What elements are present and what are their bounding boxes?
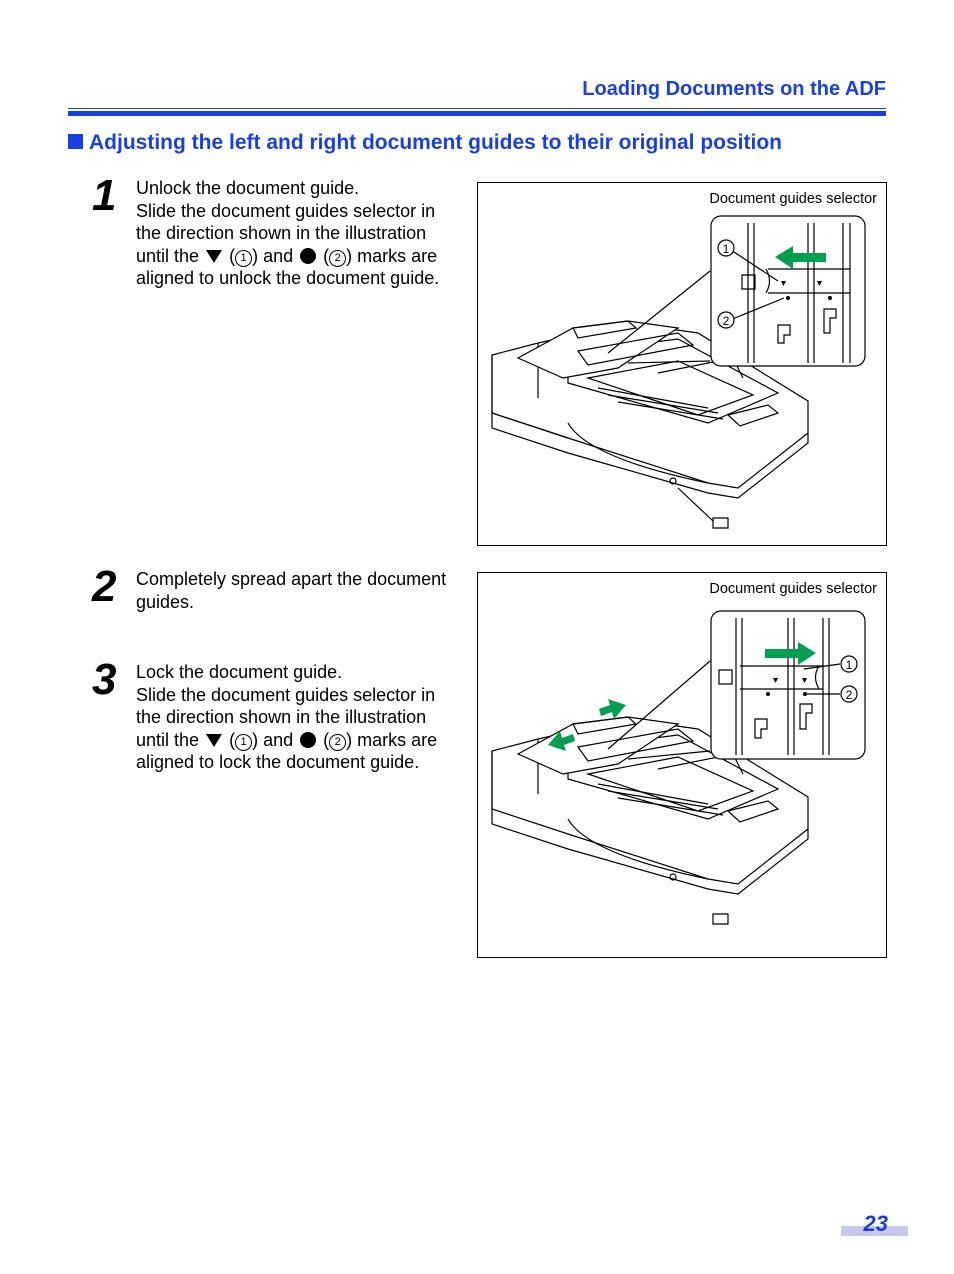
marker-2: 2 xyxy=(723,314,730,328)
running-head: Loading Documents on the ADF xyxy=(582,78,886,100)
square-bullet-icon xyxy=(68,134,83,149)
header-rule-thick xyxy=(68,111,886,116)
circled-number-2: 2 xyxy=(329,733,347,751)
step-number-2: 2 xyxy=(92,562,117,611)
figure-caption: Document guides selector xyxy=(709,191,877,207)
dot-mark-icon xyxy=(300,731,317,748)
step-number-3: 3 xyxy=(92,655,117,704)
marker-2: 2 xyxy=(846,688,853,702)
marker-1: 1 xyxy=(846,658,853,672)
step-2-text: Completely spread apart the document gui… xyxy=(136,569,447,612)
circled-number-1: 1 xyxy=(235,733,253,751)
page-number: 23 xyxy=(863,1211,888,1236)
section-title: Adjusting the left and right document gu… xyxy=(68,131,888,155)
figure-lock: Document guides selector xyxy=(477,572,887,958)
green-arrow-icon xyxy=(775,246,826,269)
green-arrow-icon xyxy=(548,699,626,751)
circled-number-1: 1 xyxy=(235,249,253,267)
step-1-text: Unlock the document guide. Slide the doc… xyxy=(136,178,440,288)
page-badge: 23 xyxy=(841,1211,908,1236)
figure-unlock: Document guides selector xyxy=(477,182,887,546)
marker-1: 1 xyxy=(723,242,730,256)
triangle-mark-icon xyxy=(206,733,223,747)
green-arrow-icon xyxy=(765,642,816,665)
triangle-mark-icon xyxy=(206,249,223,263)
step-number-1: 1 xyxy=(92,171,117,220)
header-rule-thin xyxy=(68,108,886,109)
dot-mark-icon xyxy=(300,247,317,264)
circled-number-2: 2 xyxy=(329,249,347,267)
step-3-text: Lock the document guide. Slide the docum… xyxy=(136,662,438,772)
scanner-illustration: 1 2 xyxy=(491,215,866,529)
scanner-illustration: 1 2 xyxy=(491,610,866,925)
figure-caption: Document guides selector xyxy=(709,581,877,597)
